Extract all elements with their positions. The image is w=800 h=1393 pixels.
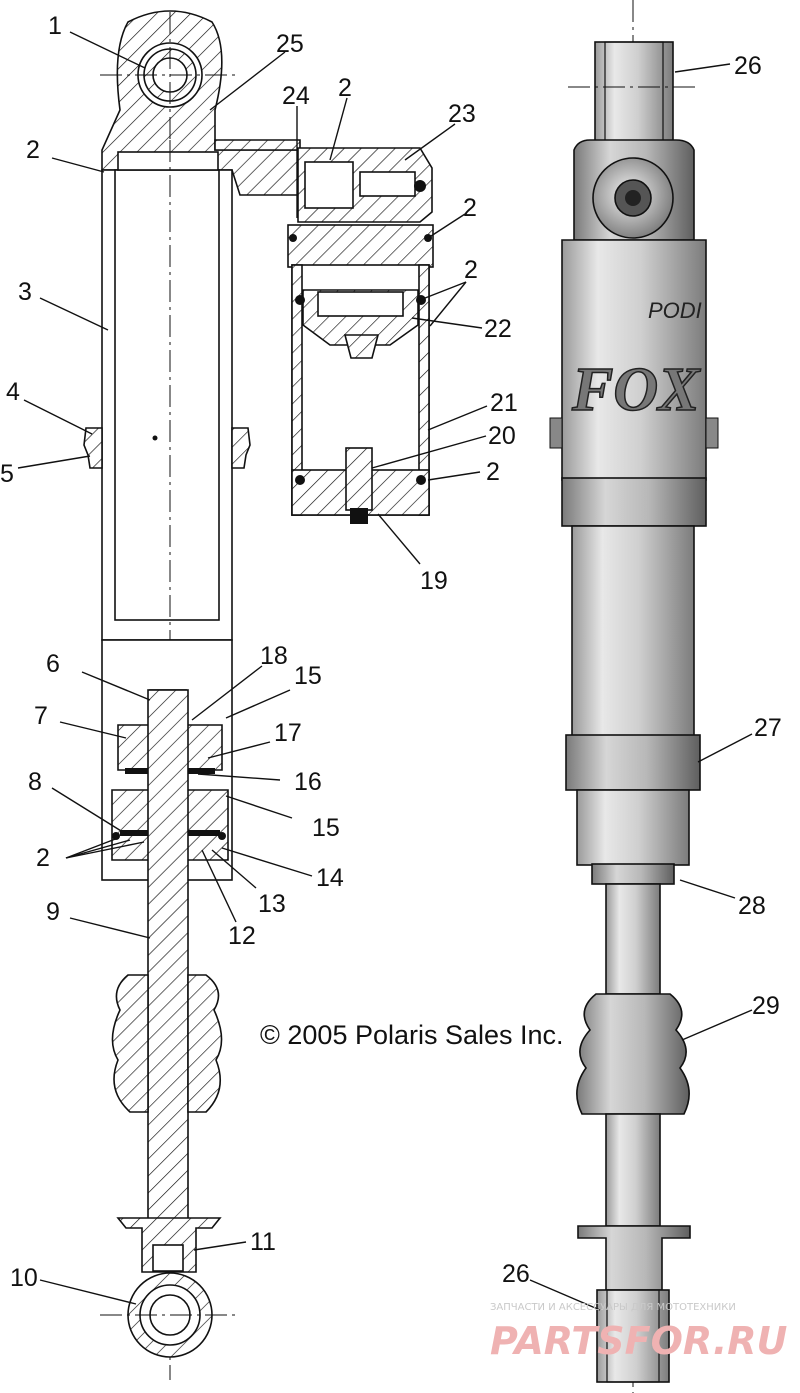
spring-clip-right [231,427,251,469]
callout-labels: 1 25 24 2 23 2 3 2 22 4 21 5 20 2 19 6 1… [0,12,782,1292]
fox-logo: FOX [571,356,701,424]
callout-26-top: 26 [734,52,762,80]
seal-ring [591,863,675,885]
callout-27: 27 [754,714,782,742]
callout-2-f: 2 [464,256,478,284]
leader-lines [17,31,753,1311]
callout-8: 8 [28,768,42,796]
reservoir-cutaway [287,147,434,524]
callout-19: 19 [420,567,448,595]
watermark-caption: ЗАПЧАСТИ И АКСЕССУАРЫ ДЛЯ МОТОТЕХНИКИ [490,1302,736,1313]
callout-2-b: 2 [26,136,40,164]
callout-9: 9 [46,898,60,926]
callout-21: 21 [490,389,518,417]
bottom-out-bumper-r [187,974,223,1113]
bottom-out-bumper [111,974,149,1113]
exterior-shock: PODI FOX [549,0,719,1393]
callout-22: 22 [484,315,512,343]
main-cylinder-exterior [571,525,695,737]
callout-1: 1 [48,12,62,40]
callout-24: 24 [282,82,310,110]
ifp-piston-face [317,291,404,317]
callout-13: 13 [258,890,286,918]
main-cylinder-inner [114,169,220,621]
reservoir-bridge [214,139,301,151]
top-clevis [594,41,674,143]
adjuster-knob [304,161,354,209]
ifp-valve [343,334,380,359]
schrader-valve [345,447,373,511]
callout-23: 23 [448,100,476,128]
shaft [147,689,189,1251]
callout-2-d: 2 [486,458,500,486]
callout-5: 5 [0,460,14,488]
body-lower-band [561,477,707,527]
lower-eye-insert [152,1244,184,1272]
podium-label: PODI [648,298,702,323]
callout-16: 16 [294,768,322,796]
spring-clip-left [83,427,103,469]
callout-28: 28 [738,892,766,920]
callout-25: 25 [276,30,304,58]
callout-3: 3 [18,278,32,306]
adjuster-ring [565,734,701,791]
reservoir-cap [287,224,434,268]
lower-cylinder-exterior [576,789,690,866]
callout-29: 29 [752,992,780,1020]
callout-18: 18 [260,642,288,670]
shaft-lower-exterior [605,1113,661,1227]
callout-2-c: 2 [463,194,477,222]
shaft-exterior [605,883,661,995]
callout-15-b: 15 [312,814,340,842]
callout-2-e: 2 [36,844,50,872]
callout-4: 4 [6,378,20,406]
bottom-cup-exterior [577,1225,691,1291]
callout-15-a: 15 [294,662,322,690]
callout-7: 7 [34,702,48,730]
callout-17: 17 [274,719,302,747]
adjuster-spool [359,171,416,197]
callout-2-a: 2 [338,74,352,102]
callout-12: 12 [228,922,256,950]
callout-6: 6 [46,650,60,678]
callout-26-bottom: 26 [502,1260,530,1288]
callout-10: 10 [10,1264,38,1292]
cutaway-shock [83,10,301,1380]
callout-14: 14 [316,864,344,892]
bumper-exterior [576,993,690,1115]
copyright-notice: © 2005 Polaris Sales Inc. [260,1020,564,1050]
callout-20: 20 [488,422,516,450]
watermark-logo: PARTSFOR.RU [490,1319,788,1363]
cylinder-top-cap [117,151,219,171]
callout-11: 11 [250,1228,276,1256]
